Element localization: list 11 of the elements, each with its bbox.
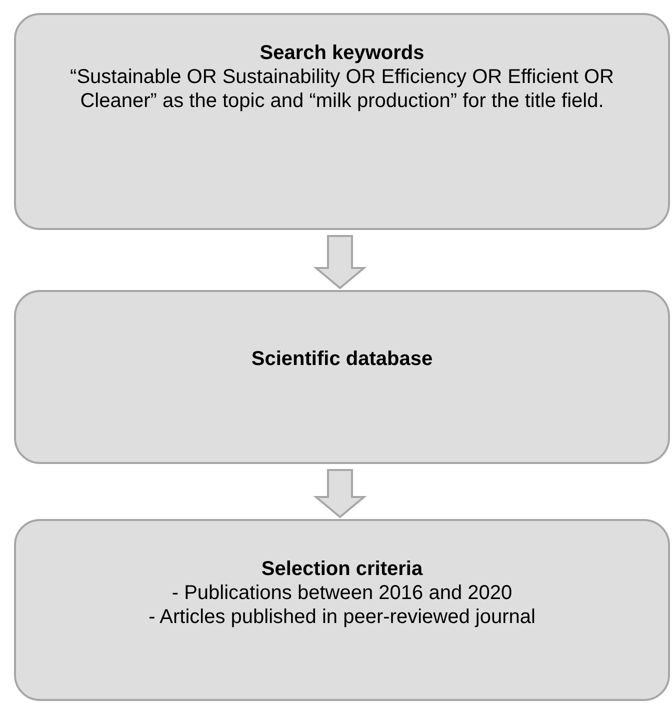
- block-arrow: [313, 235, 367, 290]
- process-box: [14, 519, 670, 701]
- process-box: [14, 13, 670, 230]
- block-arrow: [313, 469, 367, 518]
- process-box: [14, 290, 670, 464]
- box-text: - Articles published in peer-reviewed journal: [148, 605, 536, 629]
- box-heading: Selection criteria: [261, 557, 423, 581]
- box-text: - Publications between 2016 and 2020: [172, 581, 512, 605]
- box-text: “Sustainable OR Sustainability OR Efficiency OR Efficient OR Cleaner” as the topic and “milk production” for the title field.: [69, 65, 615, 113]
- box-heading: Scientific database: [251, 347, 433, 371]
- box-heading: Search keywords: [260, 41, 424, 65]
